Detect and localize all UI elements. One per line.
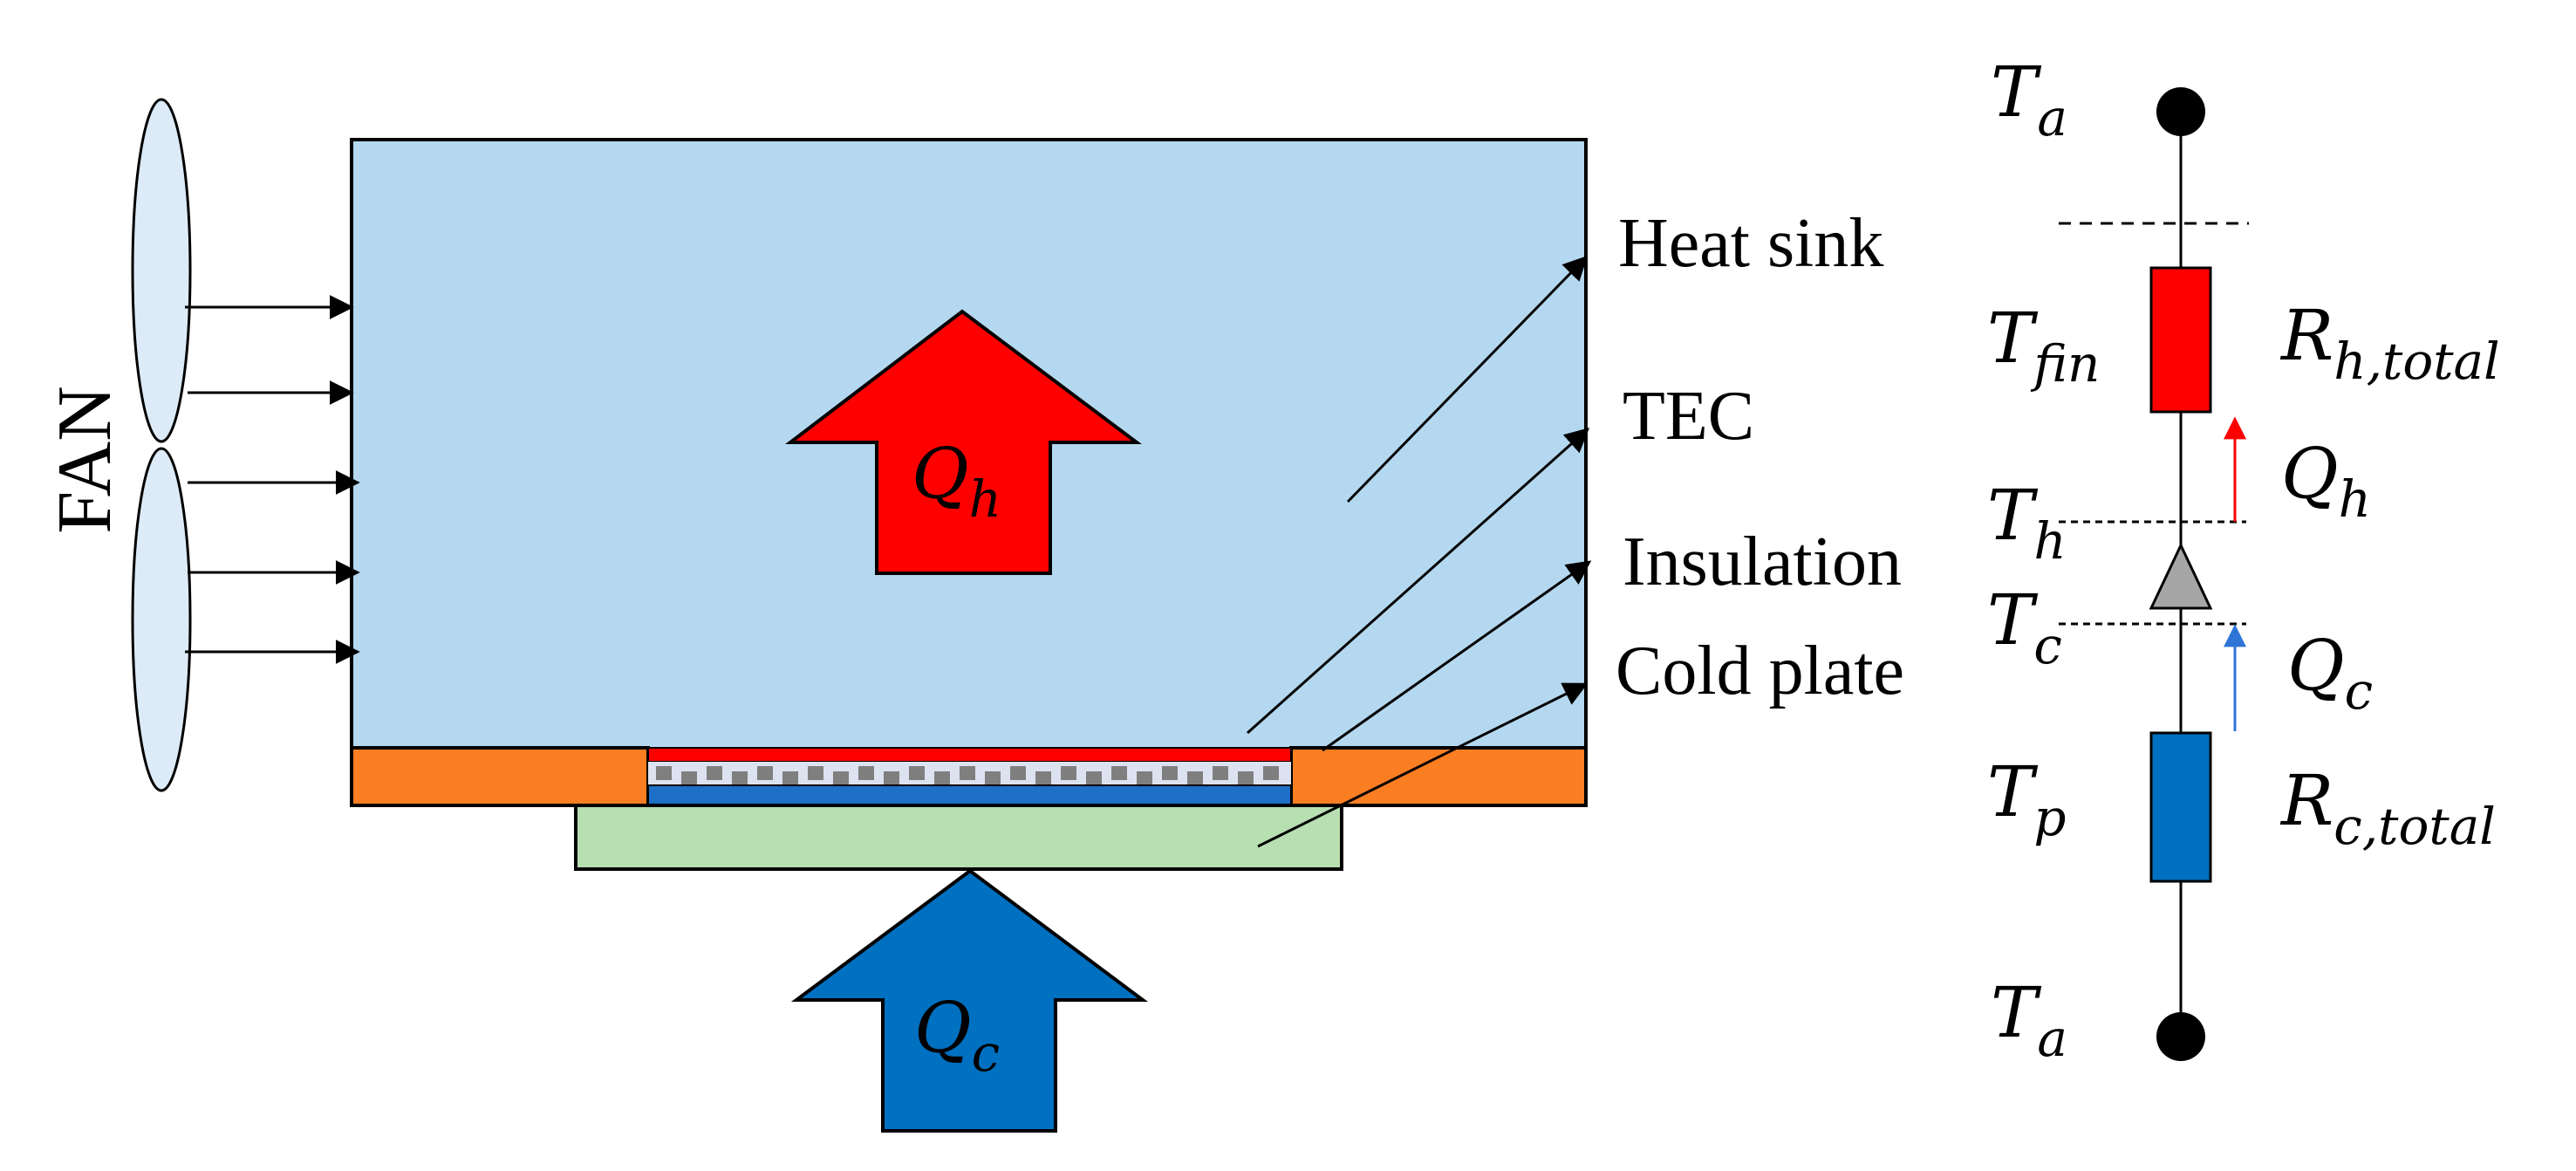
cold-resistor-label: Rc,total xyxy=(2279,760,2496,856)
tec-pellet xyxy=(985,771,1001,785)
hot-flow-label: Qh xyxy=(2281,433,2371,529)
plate-temp-label: Tp xyxy=(1987,751,2067,847)
tec-pellet xyxy=(1162,766,1178,780)
fan: FAN xyxy=(43,98,192,792)
heat-sink-label: Heat sink xyxy=(1618,205,1883,282)
insulation-left xyxy=(350,746,650,807)
leader-lines xyxy=(1247,255,1592,848)
airflow-arrows xyxy=(185,295,360,664)
tec-pellet xyxy=(1035,771,1051,785)
tec-pellet xyxy=(808,766,823,780)
cold-side-resistor xyxy=(2149,731,2212,883)
fan-blade-lower xyxy=(131,447,192,792)
ambient-bottom-node xyxy=(2156,1012,2205,1061)
fan-blade-upper xyxy=(131,98,192,443)
ambient-top-node xyxy=(2156,87,2205,136)
fan-label: FAN xyxy=(43,386,127,534)
insulation-label: Insulation xyxy=(1623,524,1902,600)
ambient-top-label: Ta xyxy=(1991,51,2067,147)
tec-pellet xyxy=(732,771,748,785)
tec-module xyxy=(647,747,1292,806)
insulation-leader xyxy=(1322,560,1592,752)
tec-pellet xyxy=(884,771,899,785)
hot-heat-flow-label: Qh xyxy=(912,433,1001,529)
tec-pellet xyxy=(656,766,672,780)
tec-pellet xyxy=(960,766,975,780)
ambient-bottom-label: Ta xyxy=(1991,972,2067,1068)
tec-hot-side xyxy=(647,747,1292,763)
cold-heat-flow-label: Qc xyxy=(914,987,1000,1083)
tec-pellet xyxy=(1137,771,1152,785)
hot-heat-flow: Qh xyxy=(785,309,1142,575)
tec-pellet xyxy=(707,766,722,780)
cold-plate-label: Cold plate xyxy=(1616,633,1904,709)
tec-pellet xyxy=(782,771,798,785)
tec-pellet xyxy=(757,766,773,780)
cold-plate xyxy=(574,804,1343,871)
tec-pellets xyxy=(656,766,1279,785)
tec-pellet xyxy=(858,766,874,780)
tec-pellet xyxy=(833,771,849,785)
tec-symbol xyxy=(2149,542,2213,610)
cold-heat-flow: Qc xyxy=(790,868,1149,1133)
tec-pellet xyxy=(934,771,950,785)
cold-plate-leader xyxy=(1257,682,1589,848)
hot-heat-flow-arrow xyxy=(785,309,1142,575)
thermal-circuit: Ta Tfin Th Tc Tp Ta Rh,total Qh Qc Rc,to… xyxy=(1987,51,2500,1068)
tec-cold-side xyxy=(647,784,1292,806)
tec-pellet xyxy=(1086,771,1102,785)
tec-leader xyxy=(1247,428,1590,735)
heat-sink-leader xyxy=(1346,255,1588,503)
cold-heat-flow-arrow xyxy=(790,868,1149,1133)
tec-pellet xyxy=(1213,766,1228,780)
cold-side-temp-label: Tc xyxy=(1987,579,2062,675)
physical-model: FAN Qh Qc Heat sink TEC Insula xyxy=(43,98,1904,1133)
tec-pellet xyxy=(909,766,925,780)
fin-temp-label: Tfin xyxy=(1987,298,2100,394)
tec-pellet xyxy=(1010,766,1026,780)
hot-side-temp-label: Th xyxy=(1987,475,2067,571)
tec-pellet xyxy=(1111,766,1127,780)
tec-pellet xyxy=(1263,766,1279,780)
hot-resistor-label: Rh,total xyxy=(2279,295,2500,391)
hot-side-resistor xyxy=(2149,266,2212,414)
tec-pellet xyxy=(681,771,697,785)
tec-pellet xyxy=(1238,771,1254,785)
tec-pellet xyxy=(1187,771,1203,785)
tec-label: TEC xyxy=(1623,378,1754,455)
cold-flow-label: Qc xyxy=(2287,625,2373,721)
tec-pellet xyxy=(1061,766,1076,780)
